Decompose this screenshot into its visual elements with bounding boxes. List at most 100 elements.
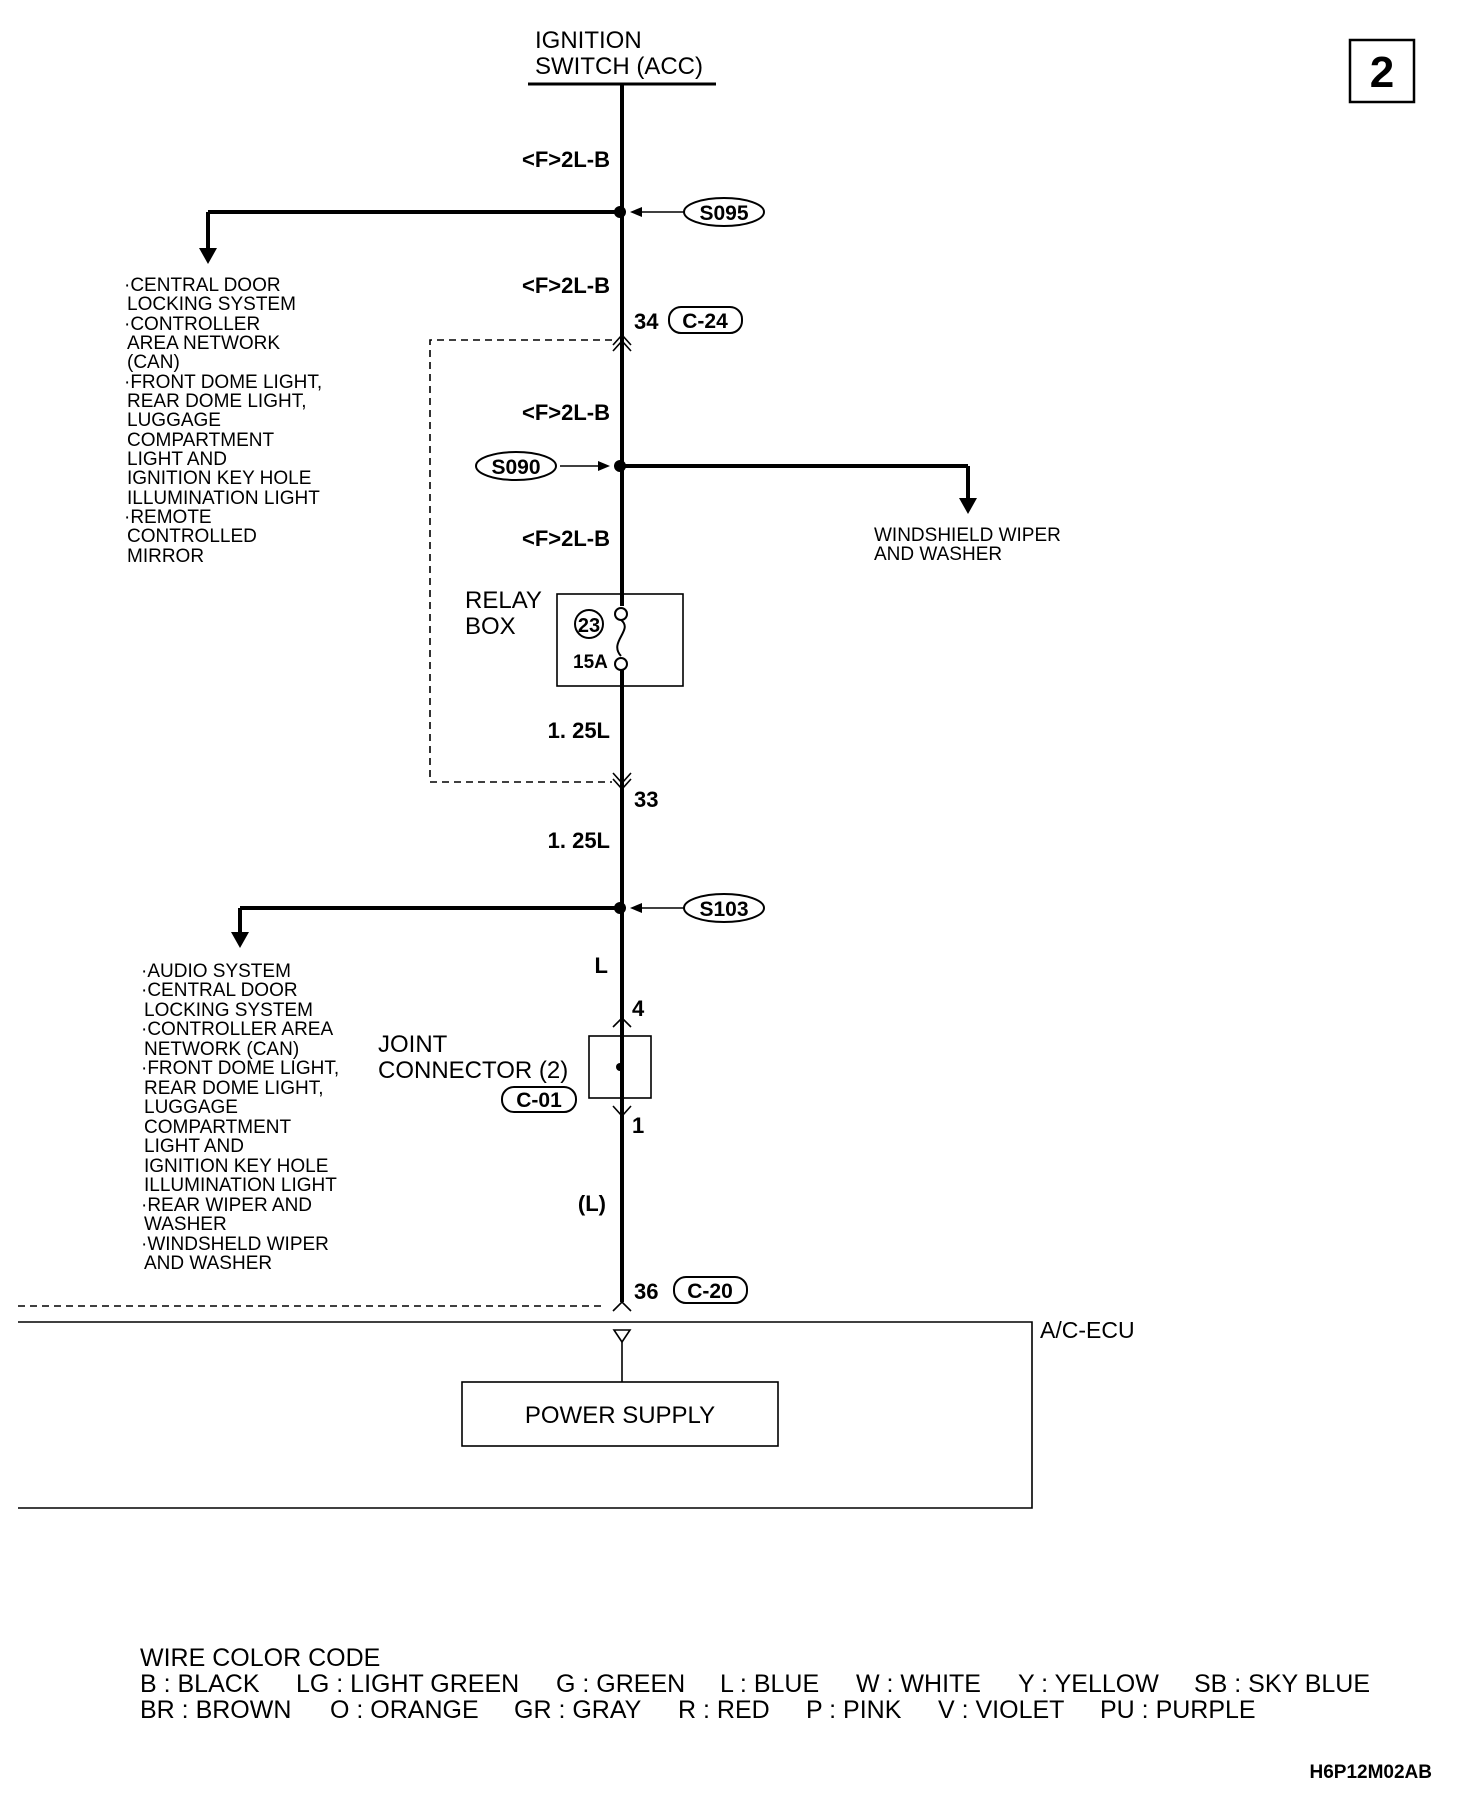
wire-label-5: 1. 25L <box>548 718 610 743</box>
wire-label-7: L <box>595 953 608 978</box>
branch-s103-item: LOCKING SYSTEM <box>144 1000 313 1021</box>
branch-s095-item: AREA NETWORK <box>127 333 280 354</box>
branch-s095-item: ·CONTROLLER <box>124 314 260 335</box>
wire-label-1: <F>2L-B <box>522 147 610 172</box>
wire-label-6: 1. 25L <box>548 828 610 853</box>
branch-s090-item: AND WASHER <box>874 544 1002 565</box>
branch-s103-item: ·WINDSHELD WIPER <box>141 1234 329 1255</box>
joint-connector-code: C-01 <box>516 1089 562 1112</box>
figure-code: H6P12M02AB <box>1310 1762 1433 1783</box>
joint-connector: JOINT CONNECTOR (2) C-01 4 1 <box>378 996 652 1138</box>
branch-s095-item: LIGHT AND <box>127 449 227 470</box>
joint-connector-line1: JOINT <box>378 1031 448 1058</box>
branch-s103-item: LUGGAGE <box>144 1097 238 1118</box>
legend-entry: G : GREEN <box>556 1670 685 1698</box>
ignition-switch: IGNITION SWITCH (ACC) <box>528 27 716 86</box>
branch-s095-item: MIRROR <box>127 546 204 567</box>
fuse-element <box>616 619 626 657</box>
branch-s103-item: ·CENTRAL DOOR <box>141 980 298 1001</box>
connector-c24-label: C-24 <box>682 310 728 333</box>
branch-s103-item: IGNITION KEY HOLE <box>144 1156 328 1177</box>
branch-s103-item: NETWORK (CAN) <box>144 1039 299 1060</box>
connector-c20-label: C-20 <box>687 1280 733 1303</box>
legend-entry: O : ORANGE <box>330 1696 479 1724</box>
splice-s095: S095 <box>199 197 765 264</box>
power-supply-block: POWER SUPPLY <box>525 1402 715 1429</box>
source-line1: IGNITION <box>535 27 642 54</box>
splice-s090: S090 <box>475 451 977 514</box>
joint-connector-line2: CONNECTOR (2) <box>378 1057 568 1084</box>
branch-s103-item: ·REAR WIPER AND <box>141 1195 312 1216</box>
branch-s095-item: CONTROLLED <box>127 526 257 547</box>
branch-s103-item: AND WASHER <box>144 1253 272 1274</box>
wire-label-8: (L) <box>578 1191 606 1216</box>
legend-entry: R : RED <box>678 1696 770 1724</box>
wire-label-3: <F>2L-B <box>522 400 610 425</box>
relay-box-line1: RELAY <box>465 587 542 614</box>
legend-entry: SB : SKY BLUE <box>1194 1670 1370 1698</box>
page-number: 2 <box>1370 48 1394 97</box>
legend-entry: GR : GRAY <box>514 1696 642 1724</box>
legend-title: WIRE COLOR CODE <box>140 1644 380 1672</box>
connector-c24: 34 C-24 <box>612 306 743 352</box>
legend-entry: PU : PURPLE <box>1100 1696 1256 1724</box>
splice-s103: S103 <box>231 893 765 948</box>
connector-pin-33: 33 <box>612 772 658 812</box>
splice-s103-label: S103 <box>699 898 748 921</box>
splice-s090-label: S090 <box>491 456 540 479</box>
wire-label-2: <F>2L-B <box>522 273 610 298</box>
branch-s095-item: ILLUMINATION LIGHT <box>127 488 320 509</box>
legend-entry: V : VIOLET <box>938 1696 1064 1724</box>
fuse-rating: 15A <box>573 652 608 673</box>
branch-s095-item: IGNITION KEY HOLE <box>127 468 311 489</box>
relay-box-line2: BOX <box>465 613 516 640</box>
branch-s103-item: ILLUMINATION LIGHT <box>144 1175 337 1196</box>
branch-s090-list: WINDSHIELD WIPER AND WASHER <box>874 525 1061 565</box>
legend-entry: L : BLUE <box>720 1670 819 1698</box>
branch-s095-item: ·REMOTE <box>124 507 212 528</box>
legend-entry: Y : YELLOW <box>1018 1670 1159 1698</box>
connector-c20-pin: 36 <box>634 1279 658 1304</box>
branch-s103-item: COMPARTMENT <box>144 1117 291 1138</box>
legend-entry: LG : LIGHT GREEN <box>296 1670 519 1698</box>
branch-s103-item: ·CONTROLLER AREA <box>141 1019 333 1040</box>
splice-s095-label: S095 <box>699 202 748 225</box>
branch-s103-item: REAR DOME LIGHT, <box>144 1078 323 1099</box>
legend-entry: BR : BROWN <box>140 1696 291 1724</box>
legend-entry: B : BLACK <box>140 1670 260 1698</box>
branch-s103-item: ·FRONT DOME LIGHT, <box>141 1058 339 1079</box>
fuse-terminal-bottom <box>614 657 628 671</box>
branch-s095-list: ·CENTRAL DOOR LOCKING SYSTEM ·CONTROLLER… <box>124 275 322 567</box>
branch-s095-item: LUGGAGE <box>127 410 221 431</box>
joint-connector-pin4: 4 <box>632 996 645 1021</box>
legend-entry: W : WHITE <box>856 1670 981 1698</box>
connector-c24-pin: 34 <box>634 309 659 334</box>
fuse-number-circle <box>574 609 604 639</box>
fuse-terminal-top <box>614 607 628 621</box>
branch-s103-item: WASHER <box>144 1214 227 1235</box>
source-line2: SWITCH (ACC) <box>535 53 703 80</box>
branch-s095-item: (CAN) <box>127 352 180 373</box>
ac-ecu-label: A/C-ECU <box>1040 1317 1135 1343</box>
branch-s095-item: LOCKING SYSTEM <box>127 294 296 315</box>
relay-box: RELAY BOX 23 15A <box>465 587 684 687</box>
relay-box-dashed-outline <box>429 339 612 783</box>
branch-s103-item: LIGHT AND <box>144 1136 244 1157</box>
page-number-box: 2 <box>1348 38 1416 104</box>
branch-s103-list: ·AUDIO SYSTEM ·CENTRAL DOOR LOCKING SYST… <box>141 961 339 1274</box>
branch-s095-item: REAR DOME LIGHT, <box>127 391 306 412</box>
legend-entry: P : PINK <box>806 1696 902 1724</box>
branch-s095-item: ·CENTRAL DOOR <box>124 275 281 296</box>
fuse-number: 23 <box>578 615 600 637</box>
branch-s103-item: ·AUDIO SYSTEM <box>141 961 291 982</box>
ac-ecu: A/C-ECU POWER SUPPLY <box>18 1317 1135 1509</box>
connector-pin-33-label: 33 <box>634 787 658 812</box>
branch-s095-item: COMPARTMENT <box>127 430 274 451</box>
connector-c20: 36 C-20 <box>18 1276 748 1312</box>
wire-label-4: <F>2L-B <box>522 526 610 551</box>
branch-s095-item: ·FRONT DOME LIGHT, <box>124 372 322 393</box>
wire-color-code-legend: WIRE COLOR CODE B : BLACK LG : LIGHT GRE… <box>140 1644 1370 1724</box>
branch-s090-item: WINDSHIELD WIPER <box>874 525 1061 546</box>
joint-connector-pin1: 1 <box>632 1113 644 1138</box>
